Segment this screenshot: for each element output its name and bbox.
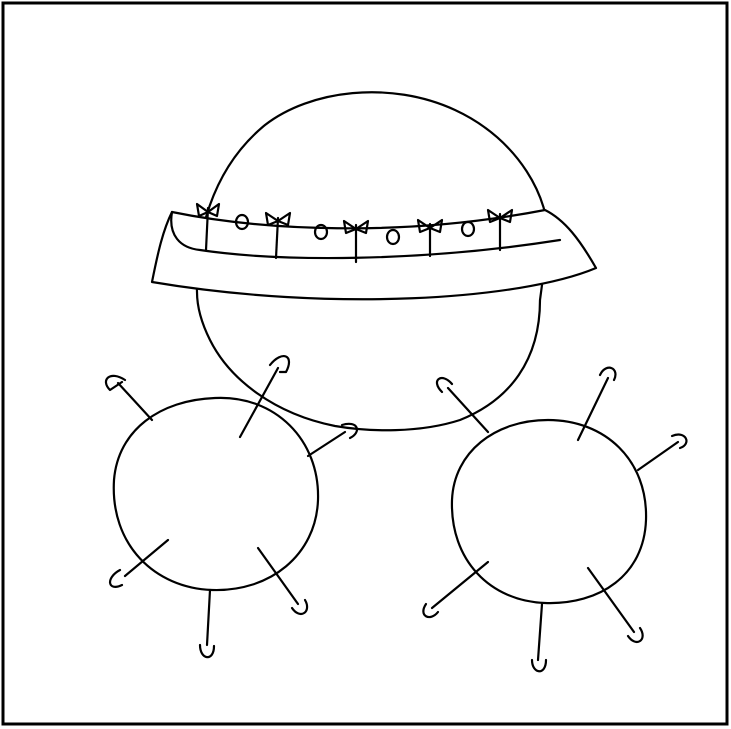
left-sphere-body (114, 398, 318, 590)
right-sphere-body (452, 420, 646, 603)
large-sphere (152, 92, 596, 430)
